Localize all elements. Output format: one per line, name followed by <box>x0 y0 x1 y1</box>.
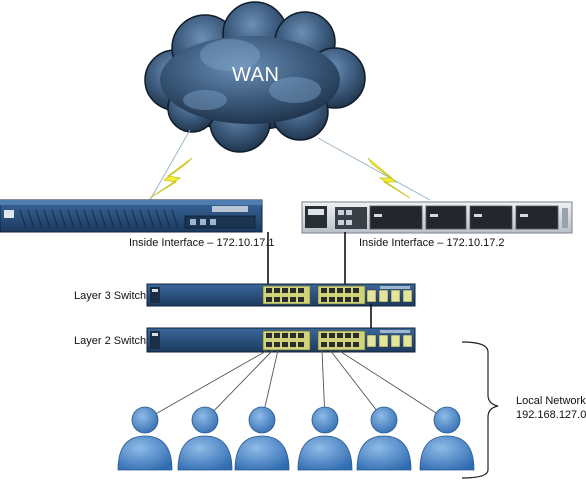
user-icon <box>419 406 475 471</box>
layer2-switch-label: Layer 2 Switch <box>74 335 147 347</box>
cable <box>267 232 346 286</box>
cloud-icon <box>144 1 366 153</box>
user-icon <box>356 406 412 471</box>
user-icon <box>234 406 290 471</box>
wan-label: WAN <box>232 64 280 86</box>
user-icon <box>177 406 233 471</box>
user-icon <box>117 406 173 471</box>
router-icon <box>0 199 263 233</box>
user-icon <box>297 406 353 471</box>
right-router-interface-label: Inside Interface – 172.10.17.2 <box>359 237 505 249</box>
left-router-interface-label: Inside Interface – 172.10.17.1 <box>129 237 275 249</box>
switch-icon <box>146 327 416 353</box>
lightning-icon <box>317 137 431 201</box>
switch-icon <box>146 283 416 307</box>
local-network-label: Local Network <box>516 395 586 407</box>
layer3-switch-label: Layer 3 Switch <box>74 290 147 302</box>
local-network-subnet: 192.168.127.0 <box>516 409 586 421</box>
cable <box>144 349 448 421</box>
lightning-icon <box>149 129 193 201</box>
brace-icon <box>461 341 499 479</box>
router-icon <box>301 201 573 234</box>
